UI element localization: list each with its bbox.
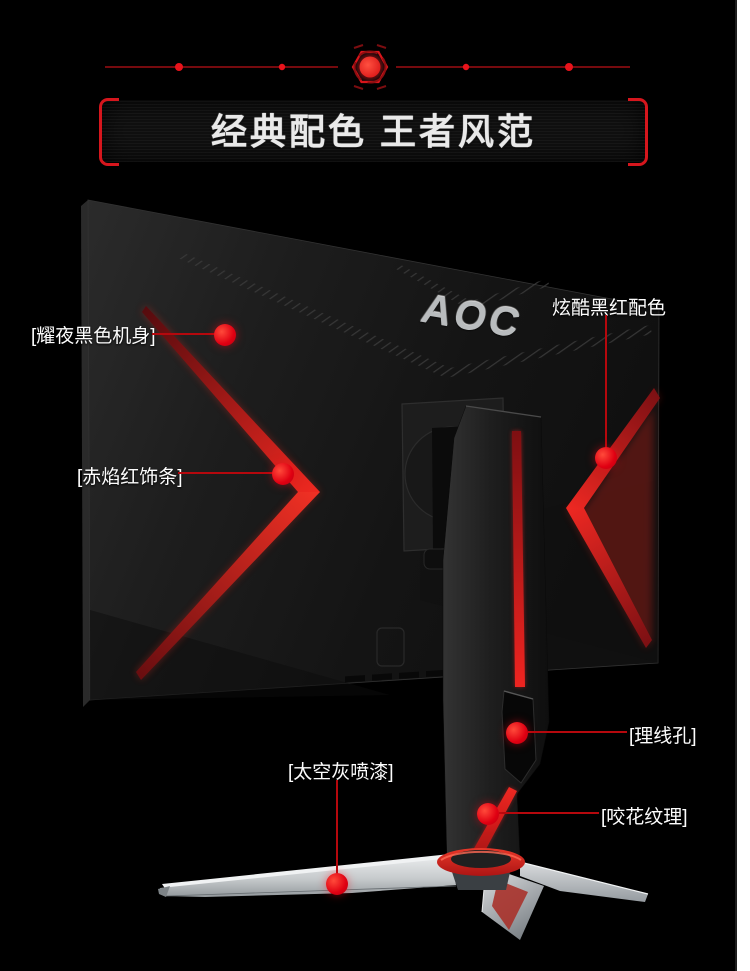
callout-label-night-black-body: [耀夜黑色机身] bbox=[31, 326, 156, 347]
callout-dot bbox=[326, 873, 348, 895]
ornament-dot bbox=[175, 63, 183, 71]
monitor-stand-column bbox=[442, 405, 550, 864]
callout-line bbox=[336, 780, 338, 882]
base-left-wing bbox=[158, 854, 457, 897]
base-red-collar bbox=[437, 848, 525, 876]
ornament-dot bbox=[462, 63, 470, 71]
panel-left-edge bbox=[81, 200, 90, 707]
banner-right-bracket bbox=[628, 98, 648, 166]
panel-hatch-decoration bbox=[178, 253, 652, 378]
callout-dot bbox=[272, 463, 294, 485]
callout-line bbox=[528, 731, 627, 733]
top-ornament bbox=[105, 44, 630, 90]
callout-label-flame-red-trim: [赤焰红饰条] bbox=[77, 467, 183, 488]
base-right-wing bbox=[519, 861, 649, 902]
stand-red-stripe bbox=[512, 431, 525, 687]
page-right-margin bbox=[735, 0, 750, 971]
callout-label-space-gray-paint: [太空灰喷漆] bbox=[288, 762, 394, 783]
panel-vents bbox=[345, 669, 446, 683]
callout-dot bbox=[214, 324, 236, 346]
banner-left-bracket bbox=[99, 98, 119, 166]
x-pattern-red-trim-right bbox=[566, 388, 660, 648]
callout-label-cable-routing-hole: [理线孔] bbox=[629, 726, 697, 747]
callout-line bbox=[499, 812, 599, 814]
ornament-hexagon-icon bbox=[351, 44, 389, 90]
base-joint bbox=[452, 872, 510, 890]
monitor-back-panel bbox=[81, 199, 660, 707]
page-title: 经典配色 王者风范 bbox=[210, 111, 536, 152]
stand-lower-red-stripe bbox=[468, 787, 517, 864]
callout-label-bite-pattern-texture: [咬花纹理] bbox=[601, 807, 688, 828]
panel-facet-shadow bbox=[90, 610, 390, 700]
callout-dot bbox=[477, 803, 499, 825]
ornament-dot bbox=[278, 63, 286, 71]
callout-line bbox=[178, 472, 273, 474]
title-banner: 经典配色 王者风范 bbox=[99, 98, 648, 166]
callout-label-black-red-colorway: 炫酷黑红配色 bbox=[552, 298, 667, 319]
ornament-dot bbox=[565, 63, 573, 71]
callout-dot bbox=[506, 722, 528, 744]
callout-line bbox=[605, 315, 607, 449]
banner-scanline-texture bbox=[101, 100, 646, 162]
x-pattern-red-trim-left bbox=[136, 306, 320, 680]
stand-base bbox=[158, 848, 649, 940]
panel-port-recess bbox=[376, 627, 405, 667]
callout-dot bbox=[595, 447, 617, 469]
callout-line bbox=[152, 333, 226, 335]
